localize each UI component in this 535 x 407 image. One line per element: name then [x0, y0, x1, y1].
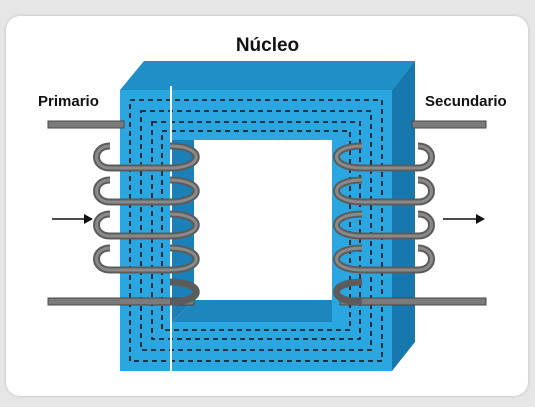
primary-lead-bottom	[47, 297, 195, 306]
flux-line	[161, 130, 351, 331]
input-arrow	[52, 214, 93, 224]
secondary-lead-top	[411, 120, 487, 129]
secondary-label: Secundario	[425, 93, 507, 110]
secondary-lead-bottom	[339, 297, 487, 306]
core-window-bottom-wall	[172, 300, 332, 322]
primary-coil-loop	[169, 278, 200, 306]
core-title: Núcleo	[235, 35, 300, 56]
flux-lines	[129, 99, 383, 362]
flux-line	[151, 121, 361, 340]
primary-leads	[47, 120, 195, 306]
core-top-face	[120, 61, 415, 90]
primary-lead-top	[47, 120, 125, 129]
secondary-coil-highlight	[335, 144, 433, 272]
core-window-opening	[194, 140, 332, 300]
secondary-coil-loop	[333, 278, 363, 306]
primary-label: Primario	[38, 93, 99, 110]
flux-line	[129, 99, 383, 362]
primary-coil-highlight	[95, 144, 198, 272]
secondary-leads	[339, 120, 487, 306]
output-arrow	[443, 214, 485, 224]
core-side-face	[392, 61, 415, 371]
